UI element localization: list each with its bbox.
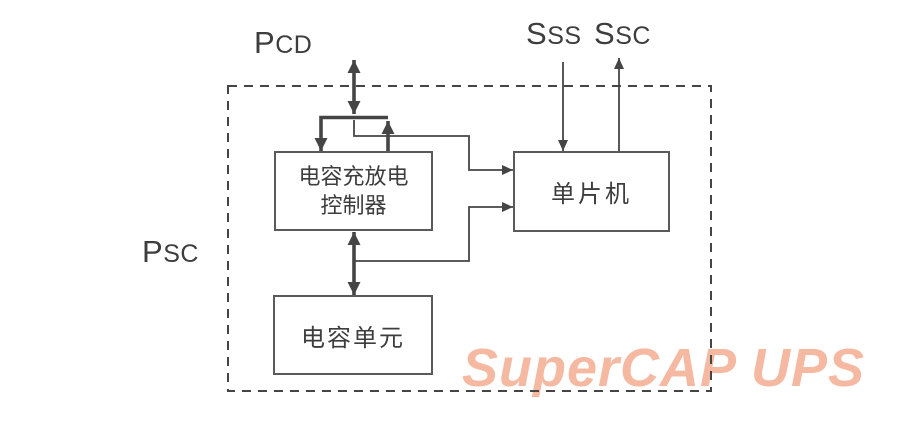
capacitor-tap-to-mcu-wire [354,202,513,262]
capacitor-box: 电容单元 [273,295,433,375]
psc-boundary-dashed-box [227,85,712,392]
capacitor-label: 电容单元 [301,324,405,352]
controller-label-line2: 控制器 [320,193,387,218]
mcu-box: 单片机 [513,151,670,232]
mcu-label: 单片机 [551,181,632,208]
psc-label: PSC [142,234,199,269]
controller-box: 电容充放电 控制器 [274,151,433,231]
controller-label-line1: 电容充放电 [298,164,409,189]
watermark: SuperCAP UPS [462,338,866,398]
sss-label: SSS [526,16,582,51]
ssc-label: SSC [594,16,651,51]
pcd-label: PCD [254,25,313,60]
loop-arrow-into-controller [314,115,388,151]
controller-to-mcu-wire [353,120,513,175]
